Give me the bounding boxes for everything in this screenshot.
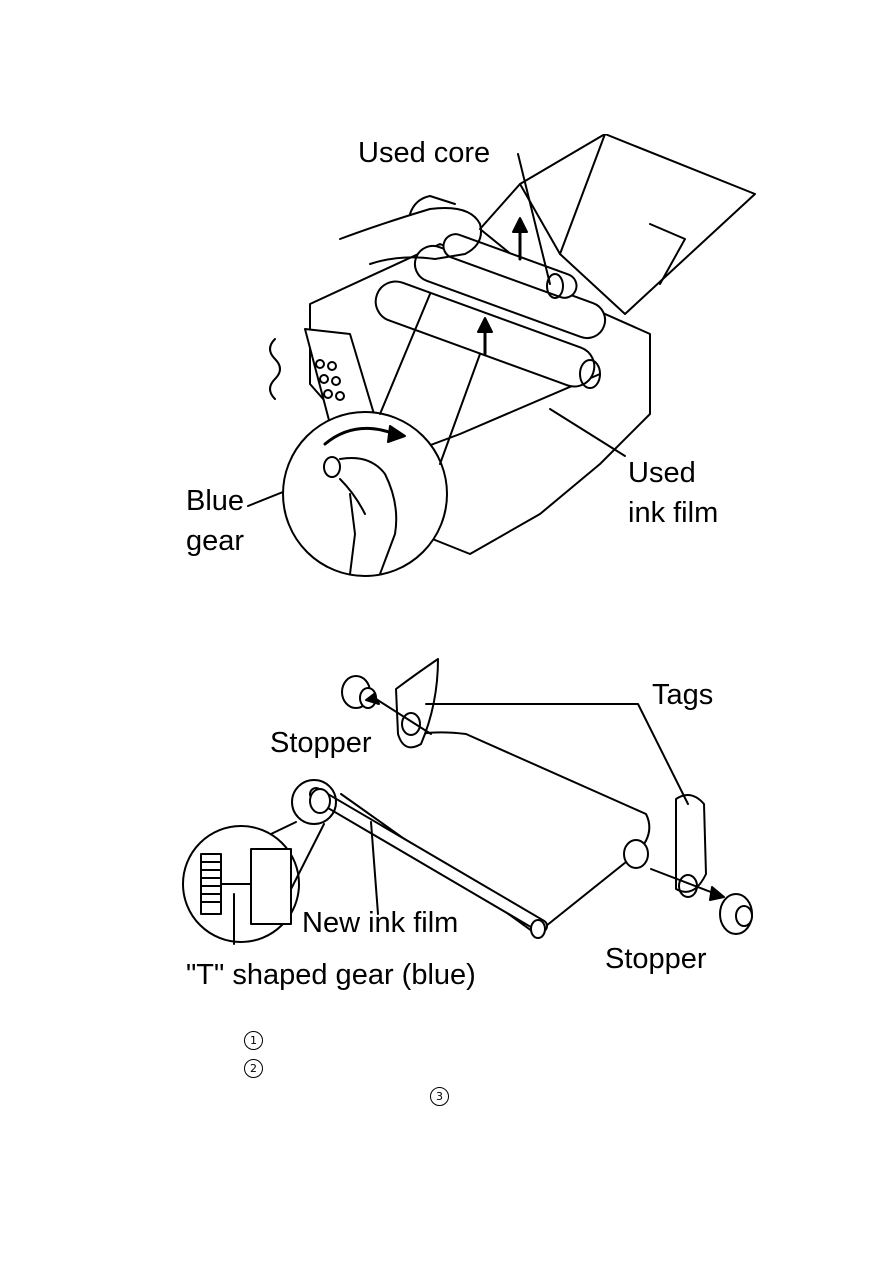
figure-remove-used-film: Used core Used ink film Blue gear	[180, 133, 760, 582]
figure-install-new-film: Tags Stopper Stopper New ink film "T" sh…	[176, 654, 760, 999]
label-used-ink-film-line2: ink film	[628, 497, 719, 529]
label-stopper-right: Stopper	[605, 943, 707, 975]
ink-film-illustration	[182, 658, 753, 945]
label-blue-gear-line2: gear	[186, 525, 245, 557]
label-stopper-left: Stopper	[270, 727, 372, 759]
step-marker-2: 2	[244, 1059, 263, 1078]
label-blue-gear-line1: Blue	[186, 485, 245, 517]
label-t-shaped-gear: "T" shaped gear (blue)	[186, 959, 476, 991]
label-used-ink-film-line1: Used	[628, 457, 696, 489]
label-used-core: Used core	[358, 137, 491, 169]
label-new-ink-film: New ink film	[302, 907, 459, 939]
step-marker-3: 3	[430, 1087, 449, 1106]
fax-machine-illustration	[247, 133, 756, 577]
step-marker-1: 1	[244, 1031, 263, 1050]
label-tags: Tags	[652, 679, 714, 711]
